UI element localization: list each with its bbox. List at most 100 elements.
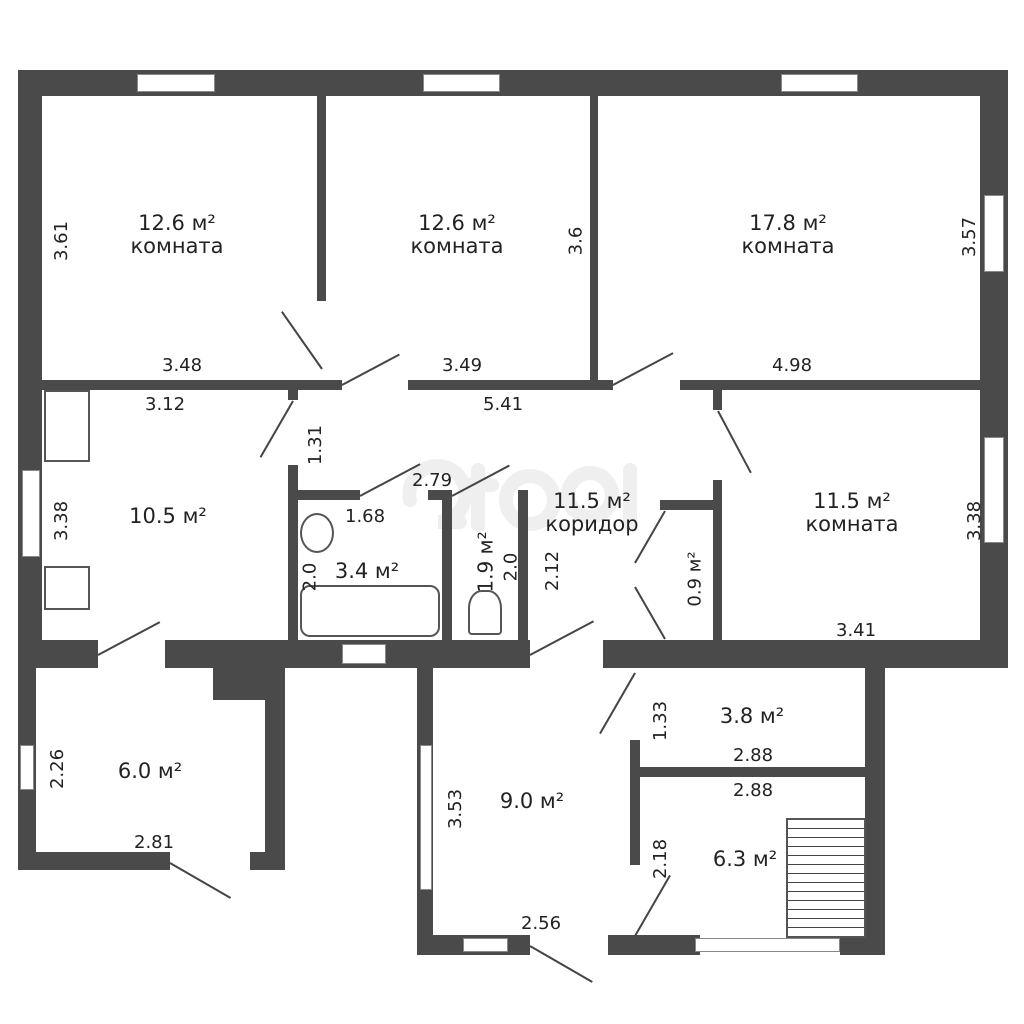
window — [137, 74, 215, 92]
room-5: 6.0 м² — [117, 759, 183, 783]
wall — [18, 70, 42, 668]
room-7: 3.8 м² — [720, 704, 784, 728]
door — [259, 400, 294, 458]
dimension: 3.49 — [442, 355, 483, 376]
dimension: 2.56 — [521, 913, 562, 934]
door — [612, 352, 674, 386]
window — [342, 644, 386, 664]
door — [281, 311, 323, 370]
dimension: 3.38 — [51, 500, 73, 542]
window — [423, 74, 500, 92]
window — [984, 437, 1004, 543]
room-label: комната — [410, 234, 504, 259]
room-6: 9.0 м² — [499, 789, 565, 813]
wall — [640, 767, 865, 777]
dimension: 2.12 — [542, 550, 564, 592]
toilet-area: 1.9 м² — [473, 531, 498, 593]
window — [781, 74, 858, 92]
dimension: 3.12 — [145, 394, 186, 415]
window — [463, 938, 508, 952]
room-area: 3.4 м² — [334, 559, 400, 583]
watermark-logo-shape — [461, 463, 499, 532]
wall — [18, 640, 98, 668]
wall — [865, 668, 885, 955]
dimension: 2.0 — [299, 562, 321, 592]
room-label: комната — [130, 234, 224, 259]
dimension: 1.31 — [305, 424, 327, 466]
dimension: 3.48 — [162, 355, 203, 376]
dimension: 2.26 — [47, 748, 69, 790]
wall — [408, 380, 613, 390]
room-area: 10.5 м² — [129, 504, 207, 528]
window — [20, 745, 34, 790]
wall — [840, 935, 885, 955]
washbasin-icon — [300, 513, 334, 553]
staircase-icon — [786, 818, 866, 938]
dimension: 3.61 — [51, 220, 73, 262]
toilet-icon — [468, 590, 502, 635]
door — [97, 621, 161, 656]
room-area: 11.5 м² — [553, 489, 631, 513]
room-area: 11.5 м² — [813, 489, 891, 513]
wall — [713, 480, 722, 640]
dimension: 1.68 — [345, 506, 386, 527]
dimension: 5.41 — [483, 394, 524, 415]
room-area: 6.0 м² — [117, 759, 183, 783]
dimension: 2.18 — [650, 838, 672, 880]
room-area: 17.8 м² — [749, 211, 827, 235]
dimension: 4.98 — [772, 355, 813, 376]
wall — [680, 380, 980, 390]
wall — [518, 490, 528, 640]
door — [169, 862, 232, 899]
stair-hall: 6.3 м² — [713, 847, 777, 871]
wall — [317, 96, 326, 301]
window — [695, 938, 840, 952]
dimension: 2.0 — [500, 552, 522, 582]
dimension: 2.81 — [134, 832, 175, 853]
dimension: 3.41 — [836, 620, 877, 641]
wall — [298, 490, 360, 500]
door — [341, 353, 400, 386]
dimension: 3.53 — [445, 788, 467, 830]
watermark-logo-shape — [561, 466, 619, 524]
wall — [288, 390, 298, 400]
wall — [630, 740, 640, 865]
door — [634, 874, 671, 937]
stove-icon — [44, 566, 90, 610]
door — [717, 410, 752, 474]
dimension: 2.79 — [412, 470, 453, 491]
window — [984, 195, 1004, 272]
closet-area: 0.9 м² — [684, 551, 706, 607]
door — [634, 586, 666, 640]
wall — [213, 668, 265, 700]
wall — [603, 640, 1008, 668]
room-area: 12.6 м² — [418, 211, 496, 235]
door — [529, 945, 593, 983]
wall — [42, 380, 342, 390]
window — [22, 470, 40, 557]
wall — [428, 490, 450, 500]
sink-icon — [44, 390, 90, 462]
room-area: 12.6 м² — [138, 211, 216, 235]
room-label: комната — [805, 512, 899, 537]
wall — [980, 70, 1008, 668]
watermark-logo-shape — [499, 469, 561, 531]
wall — [442, 490, 452, 640]
dimension: 2.88 — [733, 745, 774, 766]
room-area: 9.0 м² — [499, 789, 565, 813]
dimension: 2.88 — [733, 780, 774, 801]
bathroom: 3.4 м² — [334, 559, 400, 583]
wall — [660, 500, 713, 510]
dimension: 1.33 — [650, 700, 672, 742]
wall — [713, 390, 722, 410]
wall — [18, 852, 170, 870]
door — [599, 672, 636, 735]
bathtub-icon — [300, 585, 440, 637]
dimension: 3.38 — [964, 500, 986, 542]
wall — [590, 96, 598, 386]
